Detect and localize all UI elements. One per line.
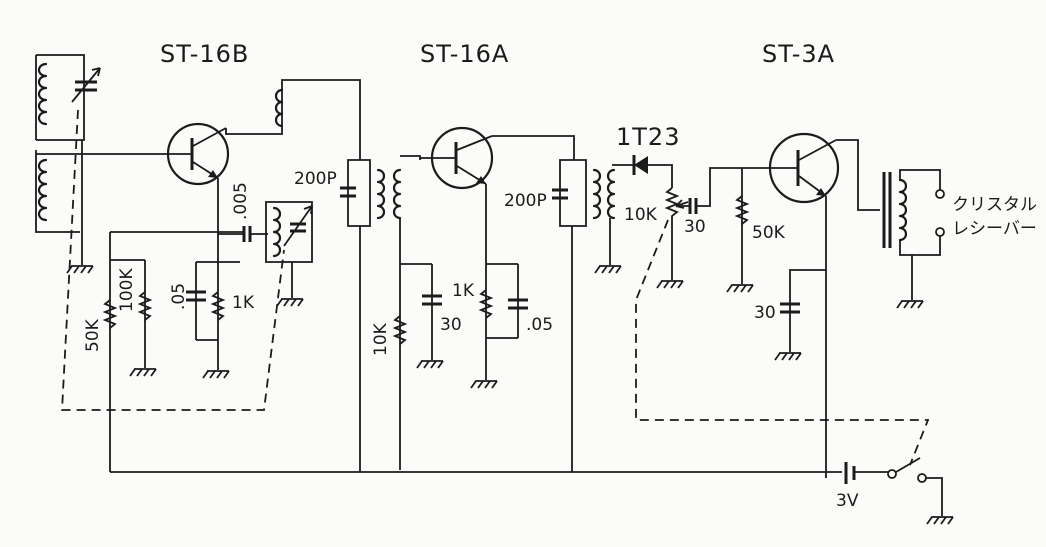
ground-icon	[774, 352, 802, 361]
label-r-1k-stage1: 1K	[232, 293, 255, 313]
switch-link-dashed	[635, 219, 930, 466]
label-c-30-stage2: 30	[440, 315, 462, 335]
ground-icon	[656, 280, 684, 289]
label-r-1k-stage2: 1K	[452, 281, 475, 301]
oscillator-coil-icon	[265, 201, 313, 263]
resistor-icon-50k-stage3	[734, 195, 750, 225]
ground-icon	[202, 370, 230, 379]
resistor-icon-50k	[102, 299, 118, 329]
label-c-05-stage1: .05	[169, 283, 189, 310]
stage-label-st16b: ST-16B	[160, 40, 249, 68]
label-r-10k-stage2: 10K	[371, 322, 391, 356]
label-output-line1: クリスタル	[952, 195, 1037, 215]
capacitor-icon-005	[242, 226, 268, 242]
ground-icon	[896, 300, 924, 309]
label-c-30-coupling: 30	[684, 217, 706, 237]
battery-icon	[844, 462, 888, 484]
base-coil-icon	[35, 150, 170, 233]
label-r-100k: 100K	[117, 268, 137, 312]
label-r-10k-detector: 10K	[624, 205, 658, 225]
collector-coil-icon	[274, 88, 284, 128]
output-transformer-icon	[882, 169, 945, 300]
label-c-005: .005	[231, 182, 251, 220]
label-r-50k-stage3: 50K	[752, 223, 786, 243]
label-c-05-stage2: .05	[526, 315, 553, 335]
label-battery-3v: 3V	[836, 491, 859, 511]
ground-icon	[594, 265, 622, 274]
if-transformer-icon-2	[552, 159, 616, 227]
resistor-icon-1k	[210, 291, 226, 321]
ground-icon	[66, 265, 94, 274]
transistor-icon-st3a	[768, 132, 840, 204]
diode-icon	[612, 155, 673, 188]
ground-icon	[470, 380, 498, 389]
stage-label-st3a: ST-3A	[762, 40, 835, 68]
ground-icon	[416, 360, 444, 369]
resistor-icon-10k-stage2	[392, 315, 408, 345]
switch-icon	[887, 457, 943, 516]
label-c-200p-2: 200P	[504, 191, 547, 211]
ground-icon	[926, 516, 954, 525]
potentiometer-icon	[664, 187, 680, 280]
label-diode-1t23: 1T23	[616, 123, 680, 151]
transistor-icon-st16b	[166, 122, 230, 186]
label-output-line2: レシーバー	[952, 219, 1037, 239]
label-c-200p-1: 200P	[294, 169, 337, 189]
resistor-icon-100k	[137, 291, 153, 321]
label-c-30-stage3: 30	[754, 303, 776, 323]
stage-label-st16a: ST-16A	[420, 40, 509, 68]
resistor-icon-1k-stage2	[478, 289, 494, 319]
ground-icon	[726, 284, 754, 293]
tuning-capacitor-icon	[71, 67, 101, 103]
if-transformer-icon-1	[340, 159, 402, 227]
ground-icon	[276, 298, 304, 307]
gang-link-dashed	[61, 109, 285, 411]
ground-icon	[129, 368, 157, 377]
antenna-coil-icon	[35, 54, 85, 141]
label-r-50k: 50K	[83, 318, 103, 352]
transistor-icon-st16a	[420, 126, 494, 190]
